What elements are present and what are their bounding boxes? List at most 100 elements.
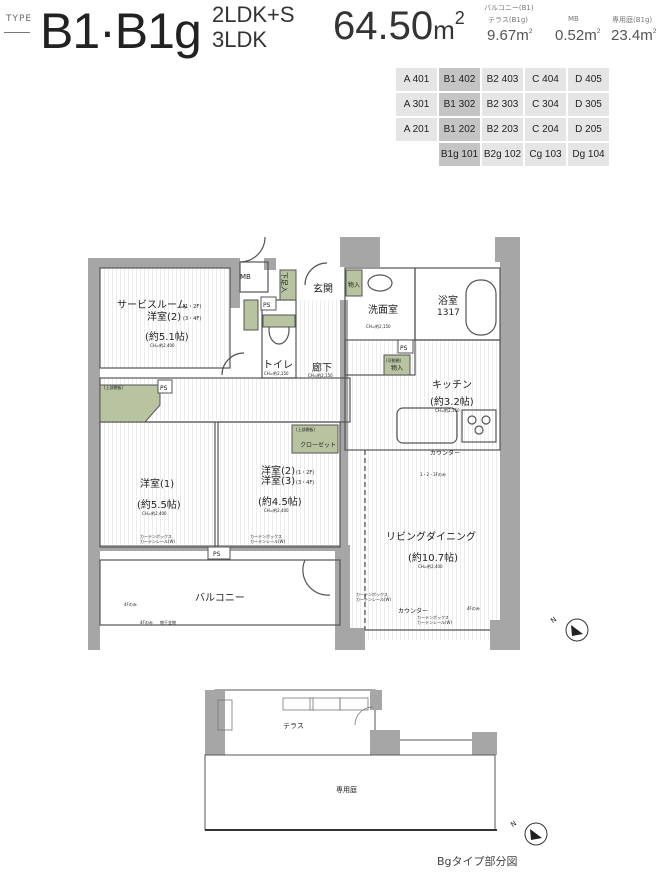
sup: 2: [528, 28, 533, 36]
curtain-rail-4: カーテンレール(W): [417, 619, 453, 625]
service-room-label: サービスルーム: [117, 299, 187, 311]
washroom-label: 洗面室: [368, 303, 398, 316]
washroom-ch: CH=約2,150: [366, 323, 391, 329]
service-room-floors: (1・2F): [183, 304, 201, 310]
western-3-floors: (3・4F): [296, 480, 314, 486]
type-name: B1·B1g: [40, 3, 202, 59]
unit-cell: B2 303: [482, 93, 523, 116]
service-room-ch: CH=約2,400: [150, 342, 175, 348]
area-value: 64.50: [333, 4, 434, 48]
toilet-ch: CH=約2,150: [264, 370, 289, 376]
type-divider: [4, 32, 30, 33]
floor-4-note-2: 4Fのみ: [140, 619, 153, 625]
western-2-floors: (3・4F): [183, 316, 201, 322]
ldk-size: (約10.7帖): [408, 551, 458, 564]
value: 23.4: [611, 27, 641, 44]
floors-123-note: 1・2・3Fのみ: [420, 471, 446, 477]
hallway-label: 廊下: [312, 361, 332, 374]
curtain-box-3: カーテンボックス: [356, 591, 388, 597]
unit-cell: D 205: [568, 118, 609, 141]
bath-size: 1317: [437, 308, 460, 318]
layout-type-1: 2LDK+S: [212, 2, 295, 27]
partial-plan: テラス 専用庭: [204, 689, 497, 831]
storage-areas: [99, 269, 411, 454]
value: 0.52: [555, 27, 585, 44]
curtain-box-1: カーテンボックス: [140, 533, 172, 539]
kitchen-ch: CH=約2,150: [435, 407, 460, 413]
storage-movable-label: (可動棚): [386, 357, 402, 363]
area-unit: m: [433, 15, 455, 45]
unit-cell: B1 402: [439, 68, 480, 91]
bath-label: 浴室: [438, 294, 458, 307]
ldk-label: リビングダイニング: [386, 530, 476, 543]
storage-label-entrance: 物入: [348, 281, 360, 289]
toilet-label: トイレ: [263, 360, 293, 371]
compass-n-label: N: [549, 615, 558, 625]
unit-cell: B2g 102: [482, 143, 523, 166]
sup: 2: [652, 28, 657, 36]
unit-cell: B2 403: [482, 68, 523, 91]
kitchen-size: (約3.2帖): [430, 395, 474, 408]
unit-cell: A 401: [396, 68, 437, 91]
unit-cell: Dg 104: [568, 143, 609, 166]
garden-label: 専用庭: [336, 785, 357, 794]
western-2b-label: 洋室(2): [261, 464, 295, 477]
unit-cell: B1 202: [439, 118, 480, 141]
closet-label: クローゼット: [300, 441, 336, 449]
western-1-ch: CH=約2,400: [142, 510, 167, 516]
drying-hardware-label: 物干金物: [160, 619, 176, 625]
mb-area-label: MB: [568, 15, 579, 23]
ps-label-kitchen: PS: [400, 345, 408, 352]
upper-shelf-label-1: (上部棚板): [104, 384, 124, 390]
ps-label-toilet: PS: [263, 302, 271, 309]
compass-partial: N: [509, 819, 548, 846]
unit-cell: B2 203: [482, 118, 523, 141]
terrace-area-value: 9.67m2: [487, 27, 532, 44]
unit-cell: B1g 101: [439, 143, 480, 166]
garden-area-label: 専用庭(B1g): [612, 16, 653, 24]
unit-cell: D 305: [568, 93, 609, 116]
ps-label-hall: PS: [160, 385, 168, 392]
curtain-box-4: カーテンボックス: [417, 614, 449, 620]
western-2b-floors: (1・2F): [296, 470, 314, 476]
sup: 2: [596, 28, 601, 36]
kitchen-label: キッチン: [432, 379, 472, 391]
western-23-size: (約4.5帖): [258, 495, 302, 508]
mb-area-value: 0.52m2: [555, 27, 600, 44]
type-label: TYPE: [6, 14, 33, 24]
area-unit-sup: 2: [454, 7, 465, 28]
value: 9.67: [487, 27, 517, 44]
terrace-label: テラス: [283, 722, 304, 730]
terrace-area-label: テラス(B1g): [488, 16, 529, 24]
unit-cell: D 405: [568, 68, 609, 91]
curtain-rail-2: カーテンレール(W): [250, 538, 286, 544]
western-3-label: 洋室(3): [261, 474, 295, 487]
balcony-area-label: バルコニー(B1): [484, 4, 534, 12]
unit-cell: B1 302: [439, 93, 480, 116]
ldk-counter-label: カウンター: [398, 607, 428, 615]
curtain-rail-1: カーテンレール(W): [140, 538, 176, 544]
shoe-cabinet-label: 下足入: [280, 272, 288, 293]
compass-main: N: [549, 615, 589, 642]
storage-label-kitchen: 物入: [391, 364, 403, 372]
curtain-rail-3: カーテンレール(W): [356, 596, 392, 602]
unit-cell: C 304: [525, 93, 566, 116]
western-23-ch: CH=約2,400: [264, 507, 289, 513]
ldk-ch: CH=約2,400: [418, 563, 443, 569]
unit: m: [584, 27, 597, 44]
floor-4-note-ldk: 4Fのみ: [467, 605, 480, 611]
curtain-box-2: カーテンボックス: [250, 533, 282, 539]
garden-area-value: 23.4m2: [611, 27, 656, 44]
service-room-size: (約5.1帖): [145, 330, 189, 343]
upper-shelf-label-2: (上部棚板): [296, 426, 316, 432]
western-1-size: (約5.5帖): [137, 498, 181, 511]
western-2-label: 洋室(2): [147, 310, 181, 323]
compass-n-label: N: [509, 819, 518, 829]
unit-cell: Cg 103: [525, 143, 566, 166]
western-1-label: 洋室(1): [140, 477, 174, 490]
unit-cell: C 404: [525, 68, 566, 91]
unit: m: [516, 27, 529, 44]
ps-label-balcony: PS: [213, 551, 221, 558]
